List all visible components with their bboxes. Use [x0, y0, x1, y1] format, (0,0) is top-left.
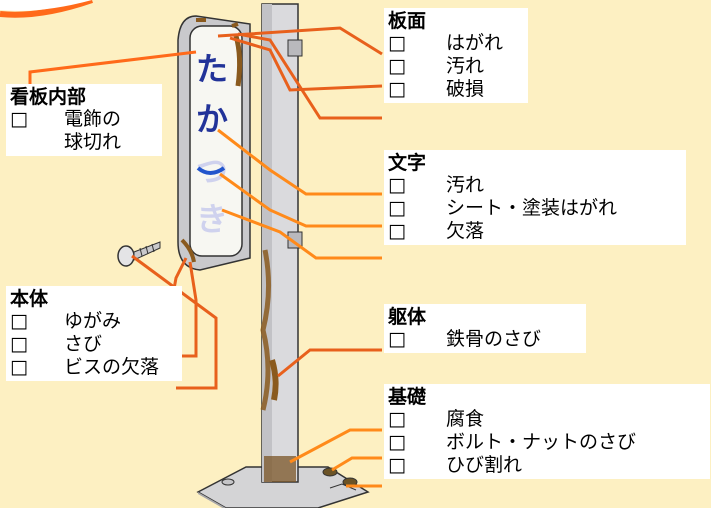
board-face-title: 板面 [388, 10, 427, 32]
item-label: 破損 [446, 78, 485, 100]
item-label: さび [64, 333, 103, 355]
body-title: 本体 [10, 288, 49, 310]
checkbox-icon[interactable]: □ [388, 32, 406, 54]
checkbox-icon[interactable]: □ [10, 310, 28, 332]
checklist-item: □ 欠落 [388, 220, 682, 243]
checklist-item: □ さび [10, 333, 178, 356]
sign-interior-title: 看板内部 [10, 86, 87, 108]
sign-char-2: か [196, 100, 228, 138]
checkbox-icon[interactable]: □ [388, 454, 406, 476]
lettering-title: 文字 [388, 152, 427, 174]
checklist-item: □ シート・塗装はがれ [388, 197, 682, 220]
checkbox-icon[interactable]: □ [10, 356, 28, 378]
leader-face-damage [237, 32, 382, 120]
sign-interior-group: 看板内部 □ 電飾の 球切れ [6, 84, 162, 156]
item-label: ビスの欠落 [64, 356, 160, 378]
frame-title: 躯体 [388, 306, 427, 328]
item-label-continued: 球切れ [64, 131, 122, 153]
checkbox-icon[interactable]: □ [388, 328, 406, 350]
leader-face-peeling [217, 26, 383, 56]
item-label: 電飾の [64, 108, 122, 130]
leader-letter-peeling [219, 172, 382, 228]
leader-foundation-corrosion [289, 428, 382, 464]
sign-char-4: き [196, 200, 228, 238]
checkbox-icon[interactable]: □ [388, 78, 406, 100]
leader-letter-dirt [217, 128, 382, 196]
checklist-item: □ はがれ [388, 32, 524, 55]
checklist-item: □ ひび割れ [388, 454, 706, 477]
checklist-item: □ 鉄骨のさび [388, 328, 582, 351]
checkbox-icon[interactable]: □ [388, 431, 406, 453]
checklist-item: □ 汚れ [388, 55, 524, 78]
checkbox-icon[interactable]: □ [388, 174, 406, 196]
item-label: ボルト・ナットのさび [446, 431, 637, 453]
sign-char-1: た [196, 50, 228, 88]
checkbox-icon[interactable]: □ [388, 220, 406, 242]
sign-char-3-overlay [196, 166, 226, 175]
checklist-item: □ 腐食 [388, 408, 706, 431]
frame-group: 躯体 □ 鉄骨のさび [384, 304, 586, 353]
checkbox-icon[interactable]: □ [10, 333, 28, 355]
foundation-title: 基礎 [388, 386, 427, 408]
item-label: 汚れ [446, 174, 485, 196]
item-label: シート・塗装はがれ [446, 197, 618, 219]
item-label: はがれ [446, 32, 504, 54]
body-group: 本体 □ ゆがみ □ さび □ ビスの欠落 [6, 286, 182, 381]
checklist-item: □ ビスの欠落 [10, 356, 178, 379]
base-plate [196, 466, 370, 508]
checklist-item: □ ゆがみ [10, 310, 178, 333]
leader-frame-rust [277, 348, 382, 378]
checklist-item: □ ボルト・ナットのさび [388, 431, 706, 454]
corner-arc-fill [0, 0, 92, 11]
leader-foundation-bolt [331, 456, 382, 472]
board-face-group: 板面 □ はがれ □ 汚れ □ 破損 [384, 8, 528, 103]
corner-arc-decoration [0, 0, 93, 18]
item-label: 汚れ [446, 55, 485, 77]
leader-face-dirt [229, 36, 383, 92]
item-label: ひび割れ [446, 454, 523, 476]
item-label: 欠落 [446, 220, 485, 242]
foundation-group: 基礎 □ 腐食 □ ボルト・ナットのさび □ ひび割れ [384, 384, 710, 479]
checkbox-icon[interactable]: □ [10, 108, 28, 130]
checkbox-icon[interactable]: □ [388, 55, 406, 77]
leader-letter-missing [221, 208, 382, 260]
checklist-item: □ 電飾の [10, 108, 158, 131]
item-label: ゆがみ [64, 310, 122, 332]
lettering-group: 文字 □ 汚れ □ シート・塗装はがれ □ 欠落 [384, 150, 686, 245]
item-label: 鉄骨のさび [446, 328, 542, 350]
checklist-item: □ 破損 [388, 78, 524, 101]
checkbox-icon[interactable]: □ [388, 197, 406, 219]
item-label: 腐食 [446, 408, 485, 430]
checkbox-icon[interactable]: □ [388, 408, 406, 430]
checklist-item: □ 汚れ [388, 174, 682, 197]
sign-housing [177, 15, 251, 271]
